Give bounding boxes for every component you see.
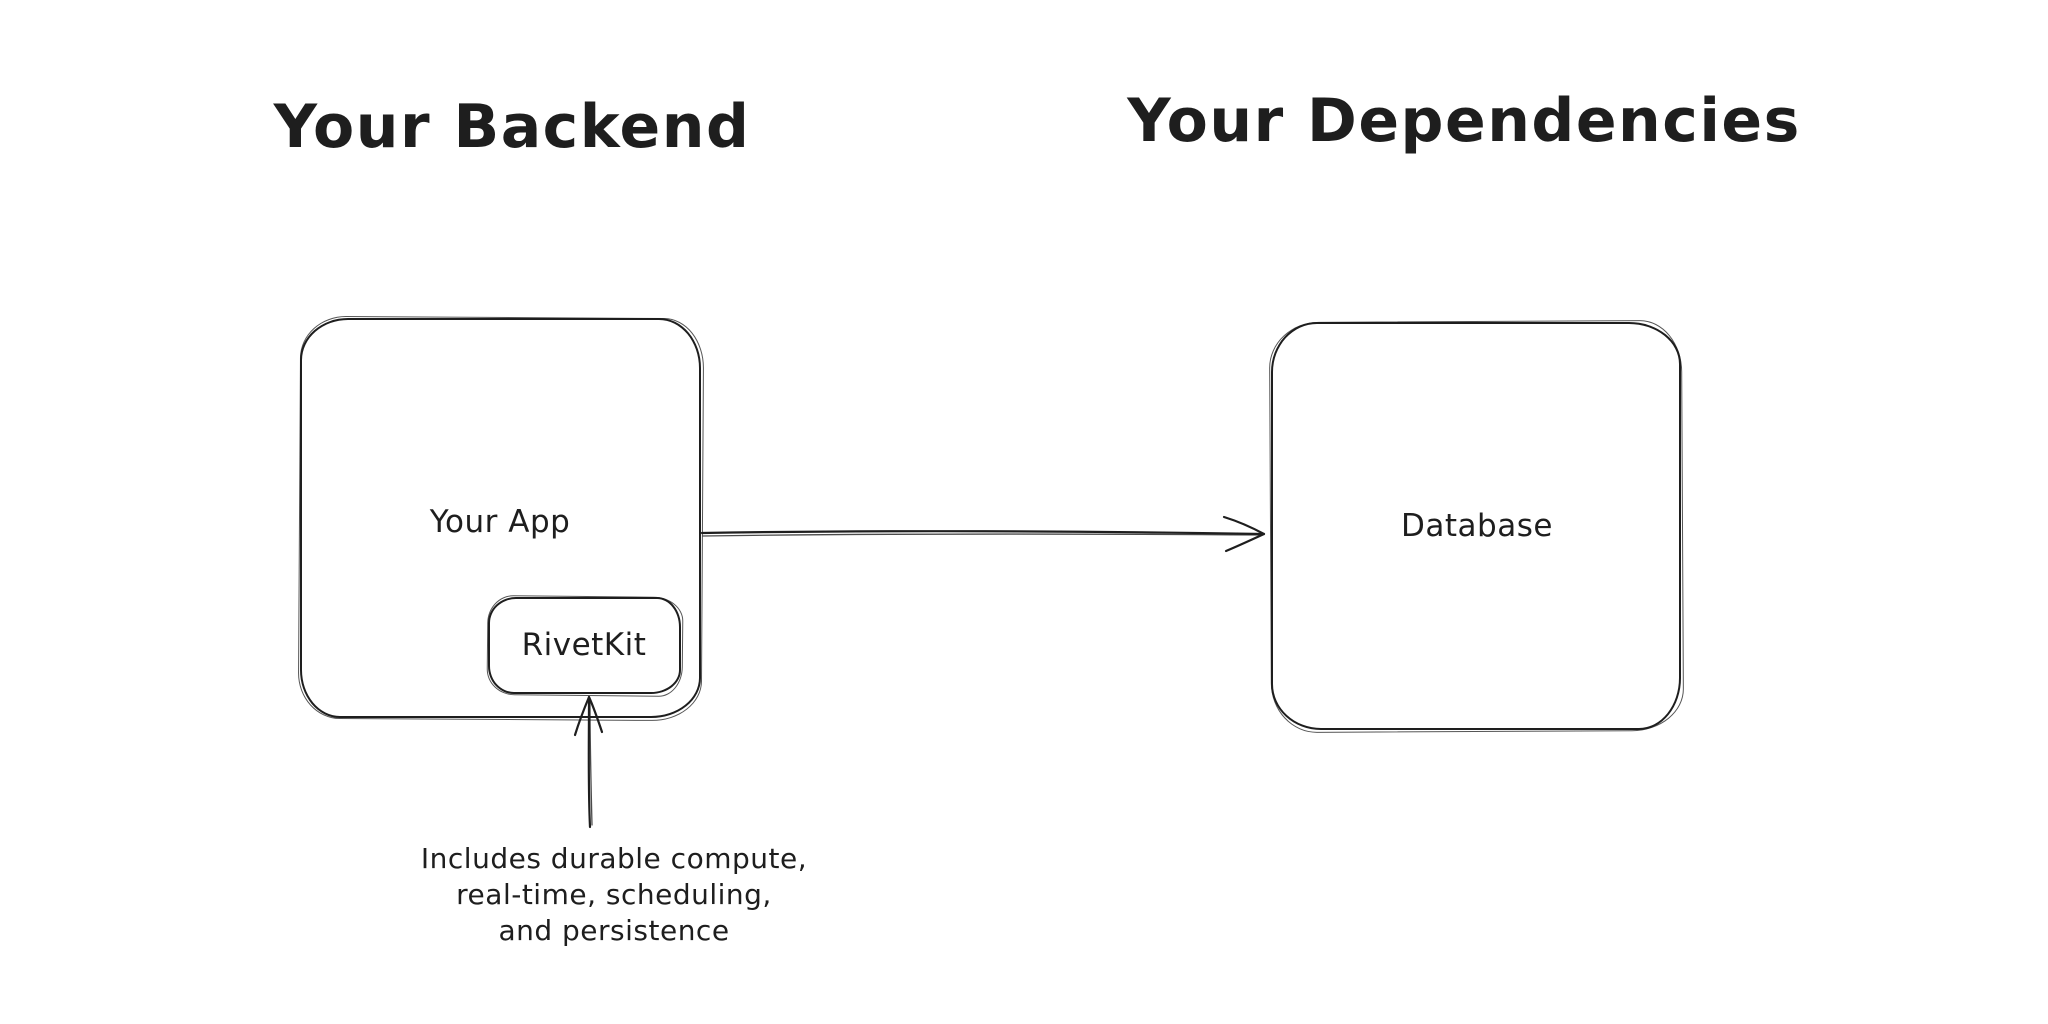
right-section-title: Your Dependencies	[1127, 86, 1801, 156]
rivetkit-box	[488, 597, 681, 694]
your-app-box	[300, 318, 701, 718]
annotation-line-3: and persistence	[498, 914, 730, 947]
database-label: Database	[1401, 508, 1553, 544]
annotation-line-1: Includes durable compute,	[420, 842, 808, 875]
rivetkit-annotation: Includes durable compute, real-time, sch…	[421, 841, 807, 949]
rivetkit-label: RivetKit	[521, 627, 647, 663]
annotation-line-2: real-time, scheduling,	[456, 878, 772, 911]
app-to-database-arrow	[700, 515, 1266, 553]
your-app-label: Your App	[429, 504, 571, 540]
database-box	[1271, 322, 1681, 730]
left-section-title: Your Backend	[273, 92, 751, 162]
